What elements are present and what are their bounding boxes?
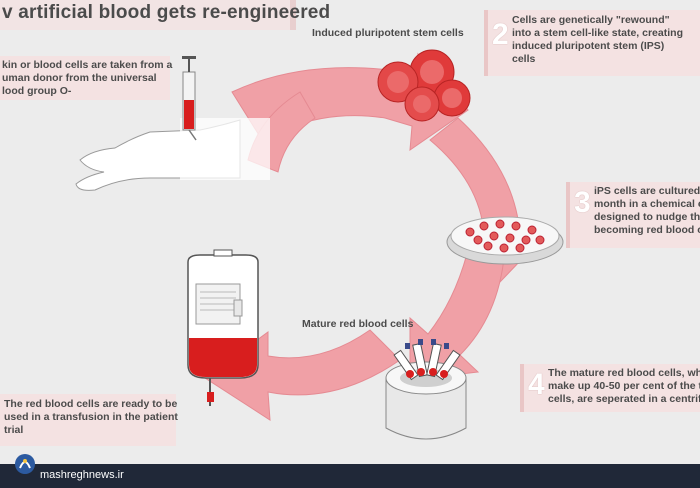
centrifuge-icon (385, 339, 467, 440)
step-2-number: 2 (492, 18, 509, 51)
step-3-number: 3 (574, 186, 591, 219)
step-2-text: Cells are genetically "rewound" into a s… (512, 14, 683, 65)
mature-cells-label: Mature red blood cells (302, 318, 414, 330)
blood-bag-icon (187, 249, 259, 406)
footer-bar (0, 464, 700, 488)
step-2-box: 2 Cells are genetically "rewound" into a… (484, 10, 700, 76)
page-title: v artificial blood gets re-engineered (2, 2, 331, 23)
step-4-number: 4 (528, 368, 545, 401)
mashregh-logo-icon (15, 454, 35, 474)
stem-cells-label: Induced pluripotent stem cells (312, 27, 464, 39)
step-4-box: 4 The mature red blood cells, which make… (520, 364, 700, 412)
step-5-box: The red blood cells are ready to be used… (0, 394, 178, 446)
step-4-text: The mature red blood cells, which make u… (548, 367, 700, 405)
syringe-icon (182, 56, 197, 141)
step-1-text: kin or blood cells are taken from a uman… (2, 59, 173, 97)
petri-dish-icon (446, 216, 564, 265)
stem-cells-icon (377, 49, 471, 122)
step-5-text: The red blood cells are ready to be used… (4, 398, 178, 436)
title-banner: v artificial blood gets re-engineered (0, 0, 330, 30)
step-1-box: kin or blood cells are taken from a uman… (0, 56, 173, 100)
step-3-box: 3 iPS cells are cultured fo month in a c… (566, 182, 700, 248)
arm-illustration (75, 118, 270, 191)
footer-site-text[interactable]: mashreghnews.ir (40, 469, 124, 481)
step-3-text: iPS cells are cultured fo month in a che… (594, 185, 700, 236)
